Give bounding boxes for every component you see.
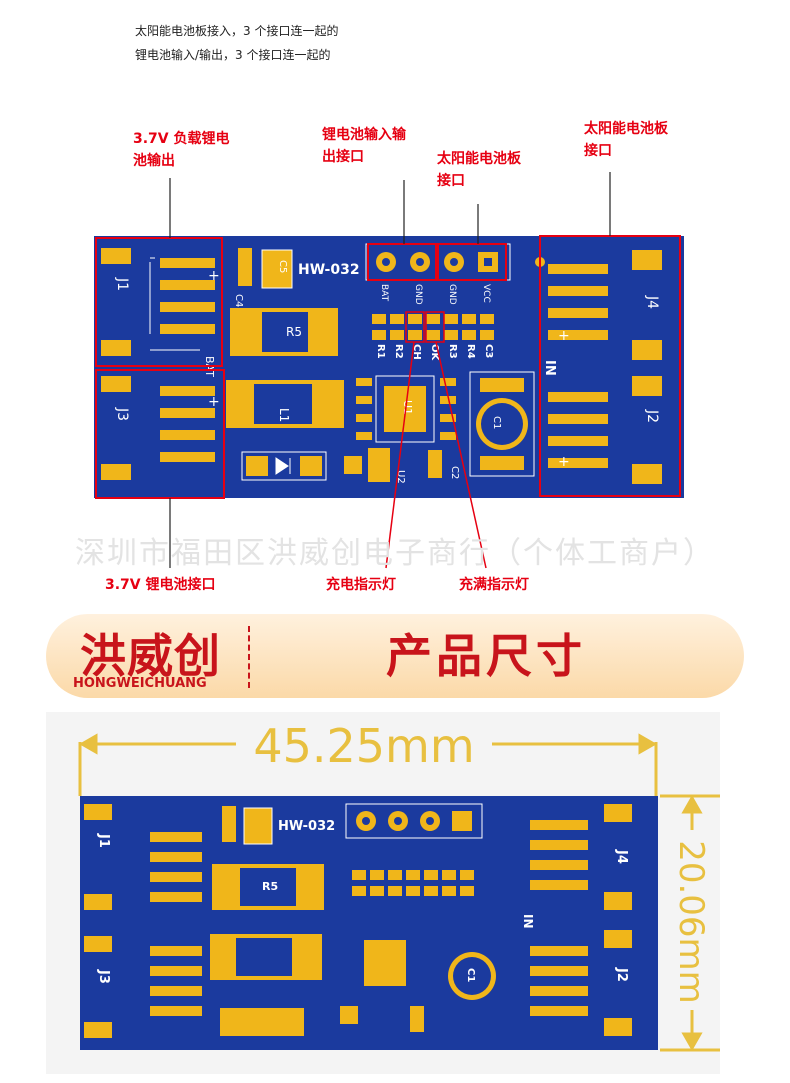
j4-connector xyxy=(548,250,662,360)
callout-solar-pins: 太阳能电池板接口 xyxy=(437,151,521,189)
brand-name-cn: 洪威创 xyxy=(80,629,221,683)
note-solar: 太阳能电池板接入，3 个接口连一起的 xyxy=(135,24,339,38)
highlight-solar-pins xyxy=(437,243,507,281)
c4-pads xyxy=(238,248,252,286)
svg-text:OK: OK xyxy=(429,344,440,362)
svg-text:+: + xyxy=(558,328,570,344)
svg-text:GND: GND xyxy=(447,284,457,305)
callout-full-led: 充满指示灯 xyxy=(459,577,529,593)
highlight-j3 xyxy=(95,369,225,499)
svg-text:C4: C4 xyxy=(233,294,244,307)
svg-text:U2: U2 xyxy=(395,470,406,484)
svg-text:BAT: BAT xyxy=(379,284,389,302)
j2-connector xyxy=(548,376,662,484)
c5-cap xyxy=(261,249,293,289)
highlight-li-pins xyxy=(367,243,437,281)
callout-load-output: 3.7V 负载锂电池输出 xyxy=(133,131,230,169)
svg-text:+: + xyxy=(208,268,220,284)
svg-text:C5: C5 xyxy=(277,260,288,273)
resistor-array xyxy=(372,314,494,340)
svg-text:CH: CH xyxy=(411,344,422,360)
svg-text:J3: J3 xyxy=(114,407,130,421)
svg-text:L1: L1 xyxy=(277,408,291,422)
j1-connector xyxy=(101,248,215,356)
note-li: 锂电池输入/输出，3 个接口连一起的 xyxy=(135,48,331,62)
svg-text:R5: R5 xyxy=(286,325,302,339)
callout-li-io: 锂电池输入输出接口 xyxy=(322,127,406,165)
svg-text:+: + xyxy=(208,394,220,410)
banner-divider xyxy=(248,626,250,688)
model-label: HW-032 xyxy=(298,262,360,278)
model-label-2: HW-032 xyxy=(278,819,335,834)
svg-text:IN: IN xyxy=(521,914,535,929)
highlight-ch xyxy=(405,311,425,343)
svg-text:J4: J4 xyxy=(644,295,660,309)
u2-pad xyxy=(344,456,362,474)
highlight-j1 xyxy=(95,237,223,367)
svg-text:C1: C1 xyxy=(465,968,476,982)
svg-text:J2: J2 xyxy=(614,967,629,982)
j3-connector xyxy=(101,376,215,480)
pcb-dimension-diagram: 45.25mm 20.06mm xyxy=(78,719,720,1052)
svg-text:J2: J2 xyxy=(644,409,660,423)
banner-title: 产品尺寸 xyxy=(386,629,586,683)
svg-text:R3: R3 xyxy=(447,344,458,359)
height-label: 20.06mm xyxy=(671,840,711,1004)
callout-charging-led: 充电指示灯 xyxy=(326,577,396,593)
c2-pads xyxy=(428,450,442,478)
svg-text:R4: R4 xyxy=(465,344,476,359)
width-label: 45.25mm xyxy=(253,719,474,773)
highlight-ok xyxy=(425,311,445,343)
svg-text:J1: J1 xyxy=(114,277,130,291)
svg-text:+: + xyxy=(558,454,570,470)
svg-text:C3: C3 xyxy=(483,344,494,358)
watermark: 深圳市福田区洪威创电子商行（个体工商户） xyxy=(75,536,715,571)
svg-text:R1: R1 xyxy=(375,344,386,359)
pcb-top-diagram: HW-032 C5 C4 R5 L1 U1 U2 C1 C2 J1 J3 J4 … xyxy=(94,172,684,569)
svg-text:C1: C1 xyxy=(491,416,502,429)
svg-text:R5: R5 xyxy=(262,880,278,893)
callout-battery-port: 3.7V 锂电池接口 xyxy=(105,577,216,593)
svg-text:J1: J1 xyxy=(96,833,111,848)
pin-header-2 xyxy=(345,803,483,839)
svg-text:J4: J4 xyxy=(614,849,629,864)
svg-text:C2: C2 xyxy=(449,466,460,479)
svg-text:U1: U1 xyxy=(401,400,414,415)
svg-text:IN: IN xyxy=(542,360,557,376)
svg-text:J3: J3 xyxy=(96,969,111,984)
svg-text:GND: GND xyxy=(413,284,423,305)
callout-solar-port: 太阳能电池板接口 xyxy=(584,121,668,159)
brand-name-en: HONGWEICHUANG xyxy=(73,676,207,691)
c1-capacitor xyxy=(469,371,535,477)
title-banner xyxy=(46,614,744,698)
svg-text:R2: R2 xyxy=(393,344,404,359)
svg-text:VCC: VCC xyxy=(481,284,491,303)
